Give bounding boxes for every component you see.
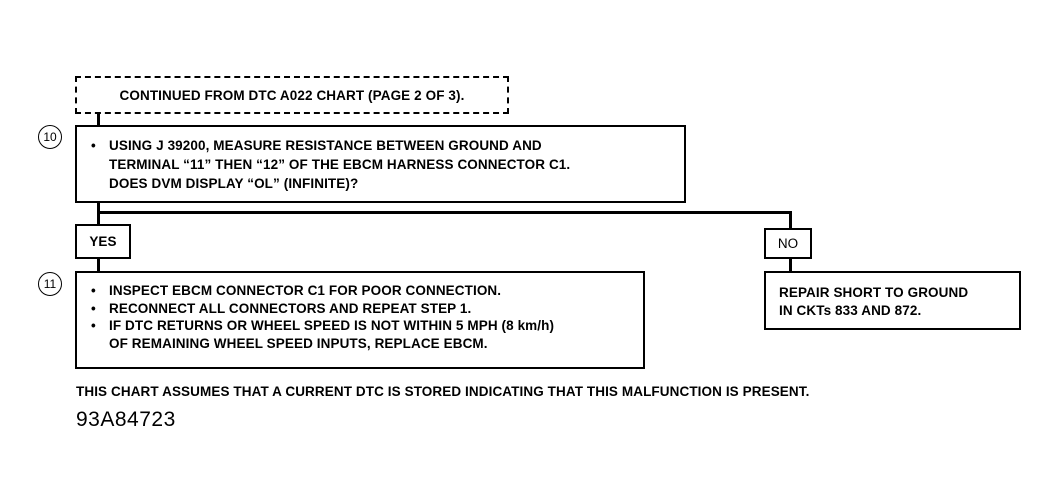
step-number-10: 10 [38,125,62,149]
connector-yes-to-step11 [97,258,100,272]
no-result-box: REPAIR SHORT TO GROUND IN CKTs 833 AND 8… [764,271,1021,330]
bullet-icon: • [91,138,96,153]
step11-item-2-text: RECONNECT ALL CONNECTORS AND REPEAT STEP… [109,300,472,316]
figure-id: 93A84723 [76,408,176,431]
continued-from-text: CONTINUED FROM DTC A022 CHART (PAGE 2 OF… [119,87,465,103]
no-label-text: NO [777,236,799,251]
step11-item-3-line-1: IF DTC RETURNS OR WHEEL SPEED IS NOT WIT… [109,318,555,333]
step11-item-1-text: INSPECT EBCM CONNECTOR C1 FOR POOR CONNE… [109,283,502,298]
bullet-icon: • [91,283,96,298]
no-branch-label: NO [764,228,812,259]
chart-assumption-note: THIS CHART ASSUMES THAT A CURRENT DTC IS… [76,384,810,399]
no-result-line-2: IN CKTs 833 AND 872. [779,303,922,318]
bullet-icon: • [91,300,96,316]
connector-branch-horizontal [97,211,792,214]
step11-item-2: • RECONNECT ALL CONNECTORS AND REPEAT ST… [89,300,643,318]
bullet-icon: • [91,318,96,333]
connector-header-to-step10 [97,113,100,125]
step11-item-3-line-2: OF REMAINING WHEEL SPEED INPUTS, REPLACE… [109,335,488,351]
connector-branch-to-no [789,211,792,230]
step10-line-1: USING J 39200, MEASURE RESISTANCE BETWEE… [109,138,542,153]
step-number-11: 11 [38,272,62,296]
yes-branch-label: YES [75,224,131,259]
step11-item-3: • IF DTC RETURNS OR WHEEL SPEED IS NOT W… [89,317,643,352]
step-number-10-text: 10 [43,130,57,144]
step11-item-1: • INSPECT EBCM CONNECTOR C1 FOR POOR CON… [89,282,643,300]
step10-line-2: TERMINAL “11” THEN “12” OF THE EBCM HARN… [109,157,571,172]
step10-bullet-item: • USING J 39200, MEASURE RESISTANCE BETW… [89,136,684,193]
step11-box: • INSPECT EBCM CONNECTOR C1 FOR POOR CON… [75,271,645,369]
step10-line-3: DOES DVM DISPLAY “OL” (INFINITE)? [109,176,359,191]
step10-box: • USING J 39200, MEASURE RESISTANCE BETW… [75,125,686,203]
no-result-line-1: REPAIR SHORT TO GROUND [779,285,969,300]
continued-from-box: CONTINUED FROM DTC A022 CHART (PAGE 2 OF… [75,76,509,114]
step-number-11-text: 11 [43,277,57,291]
yes-label-text: YES [89,234,117,249]
connector-no-to-result [789,257,792,272]
